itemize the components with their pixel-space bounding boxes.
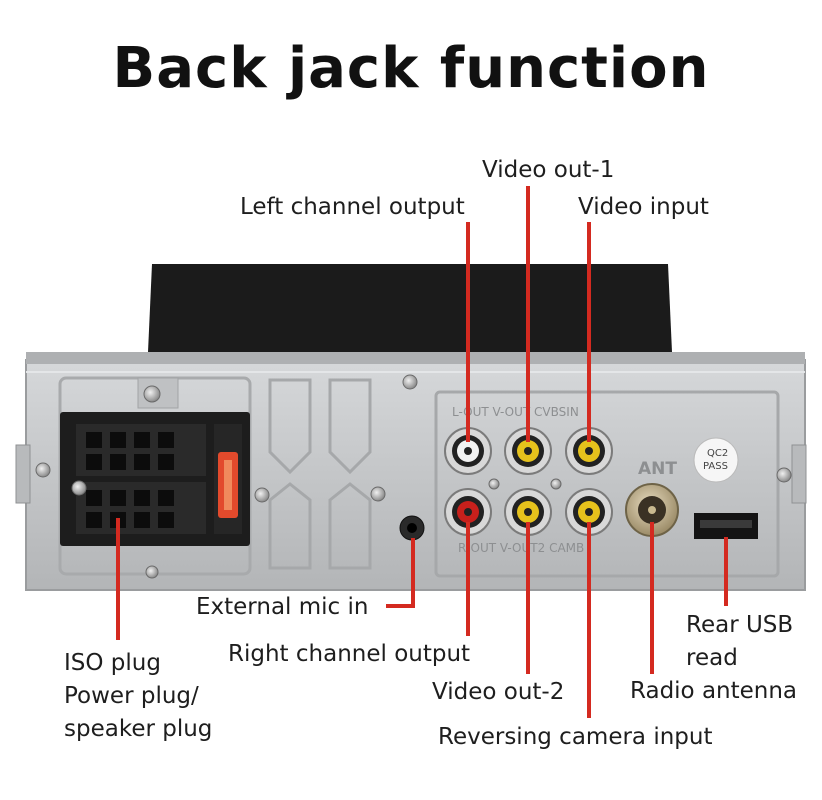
rca-jack-left-out xyxy=(444,427,492,475)
usb-port xyxy=(694,513,758,539)
ant-label: ANT xyxy=(638,459,677,479)
svg-text:PASS: PASS xyxy=(703,461,728,472)
pointer-lines xyxy=(116,186,728,718)
label-video-out-2: Video out-2 xyxy=(432,679,565,705)
label-left-channel-output: Left channel output xyxy=(240,194,465,220)
label-speaker-plug: speaker plug xyxy=(64,716,213,742)
black-top-housing xyxy=(148,264,672,352)
rca-jack-video-out-2 xyxy=(504,488,552,536)
rca-jack-right-out xyxy=(444,488,492,536)
label-video-input: Video input xyxy=(578,194,709,220)
svg-text:QC2: QC2 xyxy=(707,448,728,459)
iso-connector xyxy=(60,412,250,546)
label-power-plug: Power plug/ xyxy=(64,683,199,709)
label-rear-usb: Rear USB xyxy=(686,612,794,638)
label-rear-usb-read: read xyxy=(686,645,738,671)
label-video-out-1: Video out-1 xyxy=(482,157,615,183)
label-external-mic-in: External mic in xyxy=(196,594,369,620)
screws xyxy=(35,374,792,579)
label-radio-antenna: Radio antenna xyxy=(630,678,798,704)
mic-jack xyxy=(399,515,425,541)
page-title: Back jack function xyxy=(112,36,710,101)
label-iso-plug: ISO plug xyxy=(64,650,161,676)
jack-labels-top: L-OUT V-OUT CVBSIN xyxy=(452,405,579,419)
antenna-socket xyxy=(625,483,679,537)
rca-jack-video-out-1 xyxy=(504,427,552,475)
label-reversing-camera-input: Reversing camera input xyxy=(438,724,713,750)
label-right-channel-output: Right channel output xyxy=(228,641,471,667)
qc-pass-sticker: QC2 PASS xyxy=(693,437,739,483)
jack-labels-bottom: R-OUT V-OUT2 CAMB xyxy=(458,541,584,555)
